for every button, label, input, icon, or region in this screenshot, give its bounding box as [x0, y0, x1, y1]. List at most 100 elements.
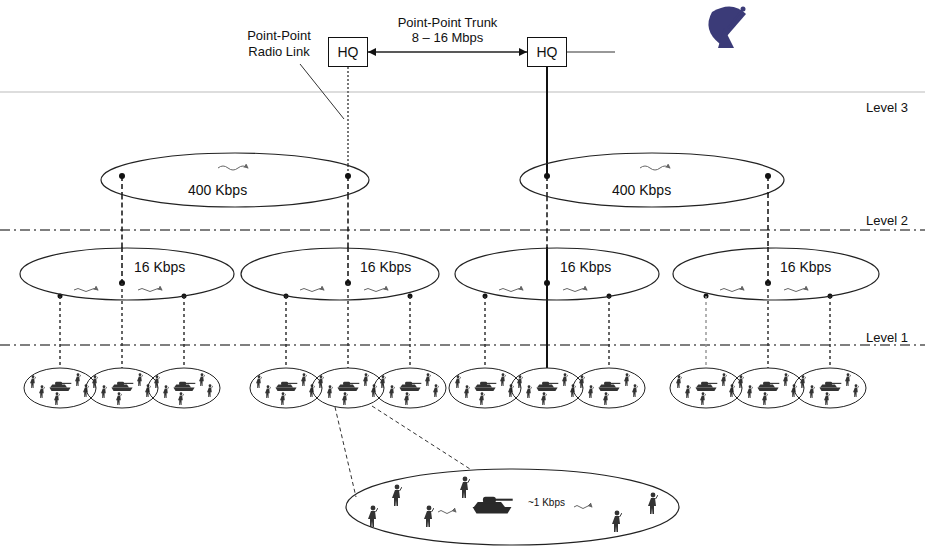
drop-line: [705, 296, 707, 368]
level2-group: [483, 247, 612, 368]
radio-squiggle: [574, 506, 592, 509]
node-dot: [544, 173, 550, 179]
level-separator: [0, 92, 925, 93]
drop-line: [767, 283, 769, 368]
ellipse-shape: [101, 153, 369, 207]
radio-squiggle: [784, 289, 808, 292]
soldier-icon: [460, 477, 470, 498]
radio-squiggle: [640, 166, 670, 170]
link-label: Point-Point Trunk 8 – 16 Mbps: [395, 15, 501, 46]
unit-cell: [670, 368, 742, 408]
link-stub: [546, 176, 548, 197]
network-ellipse: 16 Kbps: [240, 247, 440, 301]
radio-squiggle: [563, 289, 587, 292]
drop-line: [285, 296, 287, 368]
level-label: Level 1: [866, 330, 908, 346]
dish-feed-head: [741, 7, 746, 12]
drop-line: [183, 296, 185, 368]
radio-squiggle: [438, 511, 456, 514]
ellipse-outline: [19, 247, 235, 301]
network-ellipse: 16 Kbps: [672, 247, 880, 301]
rate-label: 16 Kbps: [560, 259, 611, 276]
network-ellipse: 16 Kbps: [454, 247, 660, 301]
ellipse-shape: [520, 153, 784, 207]
soldier-icon: [368, 506, 378, 527]
leader-line: [300, 64, 344, 119]
node-dot: [119, 173, 125, 179]
unit-cell: [250, 368, 322, 408]
ellipse-shape: [455, 248, 659, 300]
node-dot: [765, 173, 771, 179]
unit-cell: [573, 368, 645, 408]
drop-line: [608, 296, 610, 368]
drop-line: [59, 296, 61, 368]
drop-line: [347, 283, 349, 368]
unit-cell: [148, 368, 220, 408]
level2-group: [58, 247, 187, 368]
unit-cell: [86, 368, 158, 408]
link-line: [347, 195, 349, 249]
soldier-icon: [648, 493, 658, 514]
node-dot: [345, 173, 351, 179]
link-line: [347, 67, 349, 165]
trunk-extension: [567, 51, 615, 52]
ellipse-outline: [454, 247, 660, 301]
tank-icon: [473, 497, 513, 514]
unit-cell: [24, 368, 96, 408]
drop-line: [829, 296, 831, 368]
network-ellipse: 400 Kbps: [519, 152, 785, 208]
rate-label: 400 Kbps: [188, 182, 247, 199]
zoom-leader: [335, 407, 356, 497]
radio-squiggle: [364, 289, 388, 292]
ellipse-outline: [100, 152, 370, 208]
dish-stand: [718, 28, 734, 48]
drop-line: [121, 283, 123, 368]
rate-label: 16 Kbps: [360, 259, 411, 276]
radio-squiggle: [74, 289, 98, 292]
callout-label: Point-Point Radio Link: [240, 28, 318, 59]
soldier-icon: [424, 506, 434, 527]
zoom-ellipse: ~1 Kbps: [345, 468, 680, 546]
ellipse-shape: [20, 248, 234, 300]
soldier-icon: [392, 485, 402, 506]
level2-group: [284, 247, 413, 368]
link-stub: [767, 247, 769, 283]
hq-box: HQ: [527, 37, 567, 67]
unit-cell: [312, 368, 384, 408]
radio-squiggle: [499, 289, 523, 292]
drop-line: [484, 296, 486, 368]
level-label: Level 2: [866, 213, 908, 229]
link-line: [546, 196, 548, 248]
unit-cell: [794, 368, 866, 408]
dish-feed: [728, 10, 742, 28]
unit-cell: [511, 368, 583, 408]
ellipse-shape: [346, 469, 679, 545]
link-line: [767, 193, 769, 248]
box-label: HQ: [338, 44, 359, 61]
level-label: Level 3: [866, 100, 908, 116]
radio-squiggle: [300, 289, 324, 292]
hq-box: HQ: [328, 37, 368, 67]
ellipse-outline: [345, 468, 680, 546]
radio-squiggle: [720, 289, 744, 292]
unit-cell: [449, 368, 521, 408]
ellipse-outline: [672, 247, 880, 301]
rate-label: 400 Kbps: [612, 182, 671, 199]
satellite-dish: [708, 6, 746, 48]
radio-squiggle: [218, 166, 248, 170]
link-line: [121, 195, 123, 249]
unit-cell: [732, 368, 804, 408]
network-ellipse: 16 Kbps: [19, 247, 235, 301]
rate-label: 16 Kbps: [780, 259, 831, 276]
link-stub: [347, 247, 349, 283]
soldier-icon: [612, 511, 622, 532]
link-stub: [121, 247, 123, 283]
level-separator: [0, 344, 925, 346]
ellipse-shape: [241, 248, 439, 300]
link-stub: [546, 247, 548, 283]
network-ellipse: 400 Kbps: [100, 152, 370, 208]
level-separator: [0, 229, 925, 231]
rate-label: 16 Kbps: [134, 259, 185, 276]
